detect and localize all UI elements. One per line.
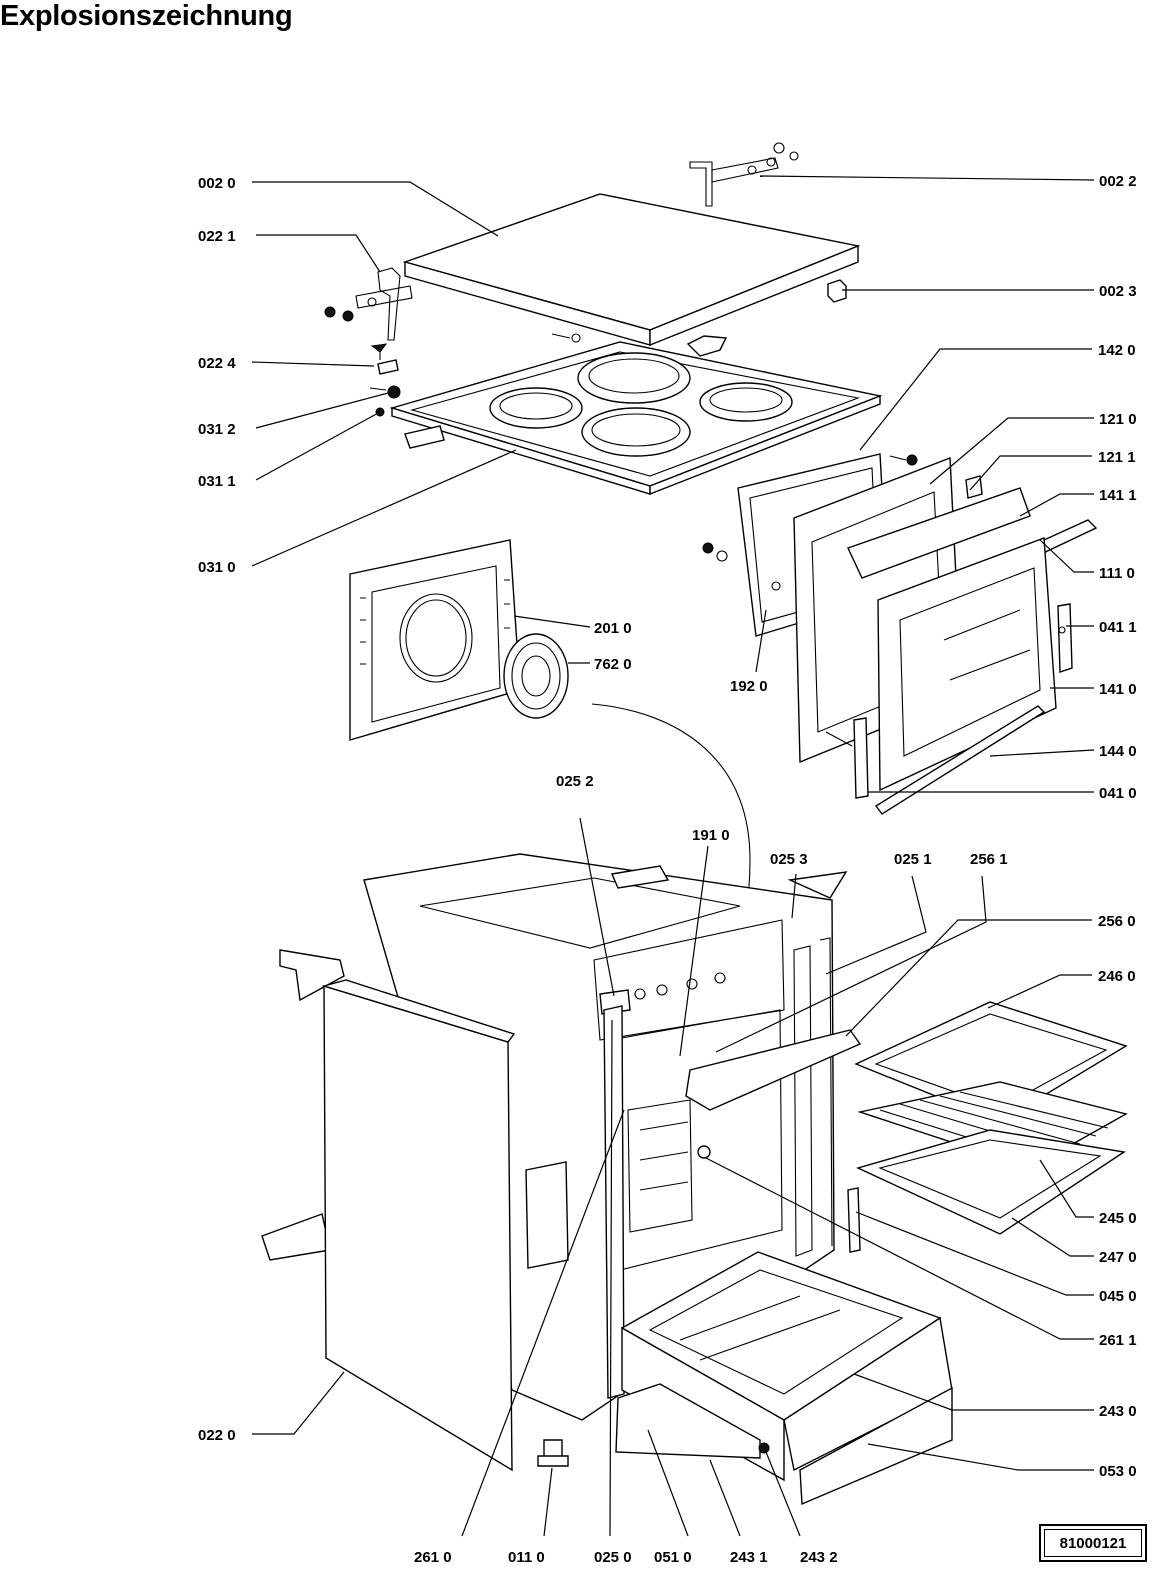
door-hinge-left [825,717,869,799]
drawer-front [799,1386,953,1506]
left-foot [261,1213,331,1261]
part-label: 025 2 [556,773,594,790]
part-label: 141 1 [1099,487,1137,504]
leader-lines [251,175,1095,1537]
side-panel [321,979,516,1472]
part-label: 246 0 [1098,968,1136,985]
door-hinge-right [1057,603,1073,673]
part-label: 031 2 [198,421,236,438]
adjustable-foot [537,1439,569,1467]
part-label: 261 0 [414,1549,452,1566]
screw-part [387,385,401,399]
part-label: 191 0 [692,827,730,844]
grill-element [685,1029,862,1111]
part-label: 192 0 [730,678,768,695]
part-label: 141 0 [1099,681,1137,698]
part-label: 025 1 [894,851,932,868]
part-label: 045 0 [1099,1288,1137,1305]
part-label: 002 0 [198,175,236,192]
top-hinge-left [324,267,413,341]
side-bracket [279,949,345,1002]
rear-panel [349,539,521,741]
document-number-box: 81000121 [1039,1524,1147,1562]
part-label: 041 0 [1099,785,1137,802]
clip-part [370,343,399,375]
part-label: 245 0 [1099,1210,1137,1227]
part-label: 025 0 [594,1549,632,1566]
part-label: 243 0 [1099,1403,1137,1420]
part-label: 256 0 [1098,913,1136,930]
part-label: 025 3 [770,851,808,868]
part-label: 121 1 [1098,449,1136,466]
part-label: 111 0 [1099,565,1135,582]
part-label: 053 0 [1099,1463,1137,1480]
part-label: 011 0 [508,1549,545,1566]
shelf-rail [847,1187,861,1253]
part-label: 022 0 [198,1427,236,1444]
part-label: 261 1 [1099,1332,1137,1349]
part-label: 243 1 [730,1549,768,1566]
part-label: 144 0 [1099,743,1137,760]
top-hinge-right [689,142,799,207]
door-strip [874,705,1046,815]
control-knob [697,1145,711,1159]
part-label: 031 0 [198,559,236,576]
part-label: 002 2 [1099,173,1137,190]
fan-cover [503,633,569,719]
part-label: 022 4 [198,355,236,372]
drawer-screw [758,1442,770,1454]
top-cover [402,193,861,347]
part-label: 256 1 [970,851,1008,868]
hob-panel [389,335,883,496]
part-label: 243 2 [800,1549,838,1566]
part-labels: 002 0 002 2 022 1 002 3 142 0 022 4 121 … [198,173,1137,1566]
part-label: 031 1 [198,473,236,490]
part-label: 051 0 [654,1549,692,1566]
page-title: Explosionszeichnung [0,0,293,32]
part-label: 762 0 [594,656,632,673]
part-label: 121 0 [1099,411,1137,428]
part-label: 041 1 [1099,619,1137,636]
document-number: 81000121 [1044,1529,1142,1557]
part-label: 002 3 [1099,283,1137,300]
front-strip [603,1005,625,1399]
part-label: 142 0 [1098,342,1136,359]
part-label: 247 0 [1099,1249,1137,1266]
part-label: 022 1 [198,228,236,245]
cover-stop [827,279,847,303]
part-label: 201 0 [594,620,632,637]
part-shapes [261,142,1128,1506]
drip-pan [856,1129,1126,1235]
